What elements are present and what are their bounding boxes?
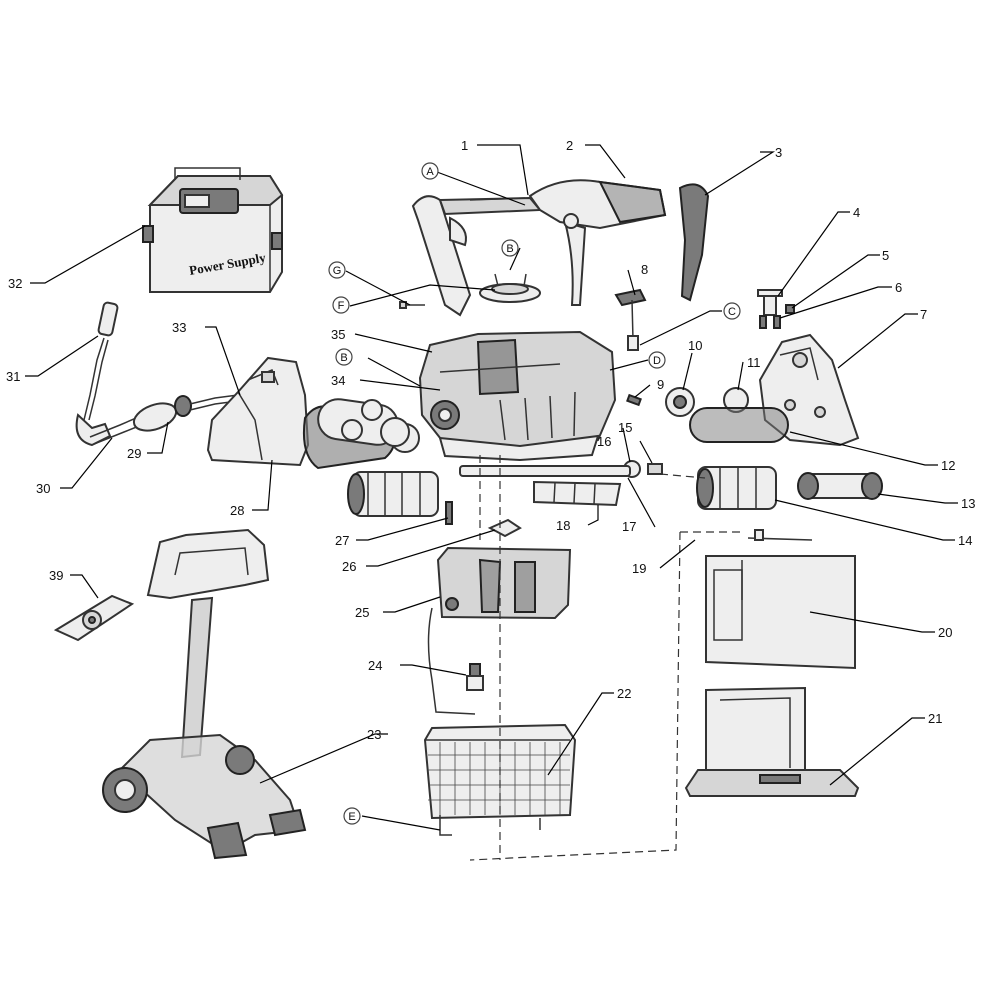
remote-control: [53, 594, 135, 642]
filter-tray: [684, 686, 860, 797]
part-number-27: 27: [335, 533, 349, 548]
part-number-17: 17: [622, 519, 636, 534]
handle-assembly: [411, 179, 710, 317]
reference-letter-a: A: [421, 162, 439, 180]
reference-letter-b-side: B: [335, 348, 353, 366]
motor-cable: [427, 607, 484, 715]
small-screw-9: [626, 393, 642, 407]
t-handle-screw: [614, 288, 647, 351]
part-number-26: 26: [342, 559, 356, 574]
part-number-34: 34: [331, 373, 345, 388]
svg-text:G: G: [333, 265, 342, 277]
part-number-25: 25: [355, 605, 369, 620]
part-number-20: 20: [938, 625, 952, 640]
svg-text:B: B: [506, 243, 513, 255]
part-number-39: 39: [49, 568, 63, 583]
leader-lines: [25, 144, 958, 831]
screw-g: [399, 301, 425, 309]
part-number-14: 14: [958, 533, 972, 548]
filter-cap: [479, 273, 541, 303]
svg-text:F: F: [338, 300, 345, 312]
svg-text:E: E: [348, 811, 355, 823]
left-brush-roller: [347, 471, 439, 517]
svg-text:D: D: [653, 355, 661, 367]
side-panel-left: [206, 356, 310, 467]
part-number-29: 29: [127, 446, 141, 461]
roller-tube: [797, 472, 883, 500]
reference-letter-b-top: B: [501, 239, 519, 257]
part-number-12: 12: [941, 458, 955, 473]
part-number-11: 11: [747, 355, 761, 370]
reference-letter-d: D: [648, 351, 666, 369]
svg-text:C: C: [728, 306, 736, 318]
clip-parts: [445, 501, 522, 538]
part-number-23: 23: [367, 727, 381, 742]
reference-letter-g: G: [328, 261, 346, 279]
part-number-4: 4: [853, 205, 860, 220]
reference-letter-labels: A B B C D E F G: [328, 162, 741, 825]
part-number-19: 19: [632, 561, 646, 576]
part-number-7: 7: [920, 307, 927, 322]
part-number-16: 16: [597, 434, 611, 449]
impeller-cover: [533, 480, 622, 507]
part-number-35: 35: [331, 327, 345, 342]
part-number-32: 32: [8, 276, 22, 291]
cable-connector: [75, 301, 119, 447]
fitting-4-5-6: [757, 289, 795, 329]
reference-letter-e: E: [343, 807, 361, 825]
part-number-5: 5: [882, 248, 889, 263]
reference-letter-c: C: [723, 302, 741, 320]
part-number-15: 15: [618, 420, 632, 435]
filter-frame: [705, 555, 856, 670]
drive-wheels-and-track: [665, 387, 789, 443]
part-number-2: 2: [566, 138, 573, 153]
swivel-and-cable: [89, 394, 239, 445]
axle-rod: [459, 465, 631, 477]
alignment-lines: [469, 455, 740, 861]
main-body: [380, 330, 617, 462]
part-number-22: 22: [617, 686, 631, 701]
part-number-24: 24: [368, 658, 382, 673]
reference-letter-f: F: [332, 296, 350, 314]
part-number-18: 18: [556, 518, 570, 533]
part-number-10: 10: [688, 338, 702, 353]
part-number-33: 33: [172, 320, 186, 335]
svg-text:A: A: [426, 166, 434, 178]
motor-unit: [436, 546, 572, 620]
part-number-21: 21: [928, 711, 942, 726]
right-brush-roller: [696, 466, 777, 510]
part-number-labels: 1 2 3 4 5 6 7 8 9 10 11 12 13 14 15 16 1…: [6, 138, 975, 742]
part-number-6: 6: [895, 280, 902, 295]
caddy-cart: [102, 528, 307, 860]
part-number-9: 9: [657, 377, 664, 392]
part-number-3: 3: [775, 145, 782, 160]
svg-text:B: B: [340, 352, 347, 364]
part-number-13: 13: [961, 496, 975, 511]
part-number-28: 28: [230, 503, 244, 518]
part-number-30: 30: [36, 481, 50, 496]
part-number-31: 31: [6, 369, 20, 384]
support-rod: [747, 529, 813, 541]
part-number-8: 8: [641, 262, 648, 277]
part-number-1: 1: [461, 138, 468, 153]
power-supply-unit: Power Supply: [142, 167, 284, 293]
